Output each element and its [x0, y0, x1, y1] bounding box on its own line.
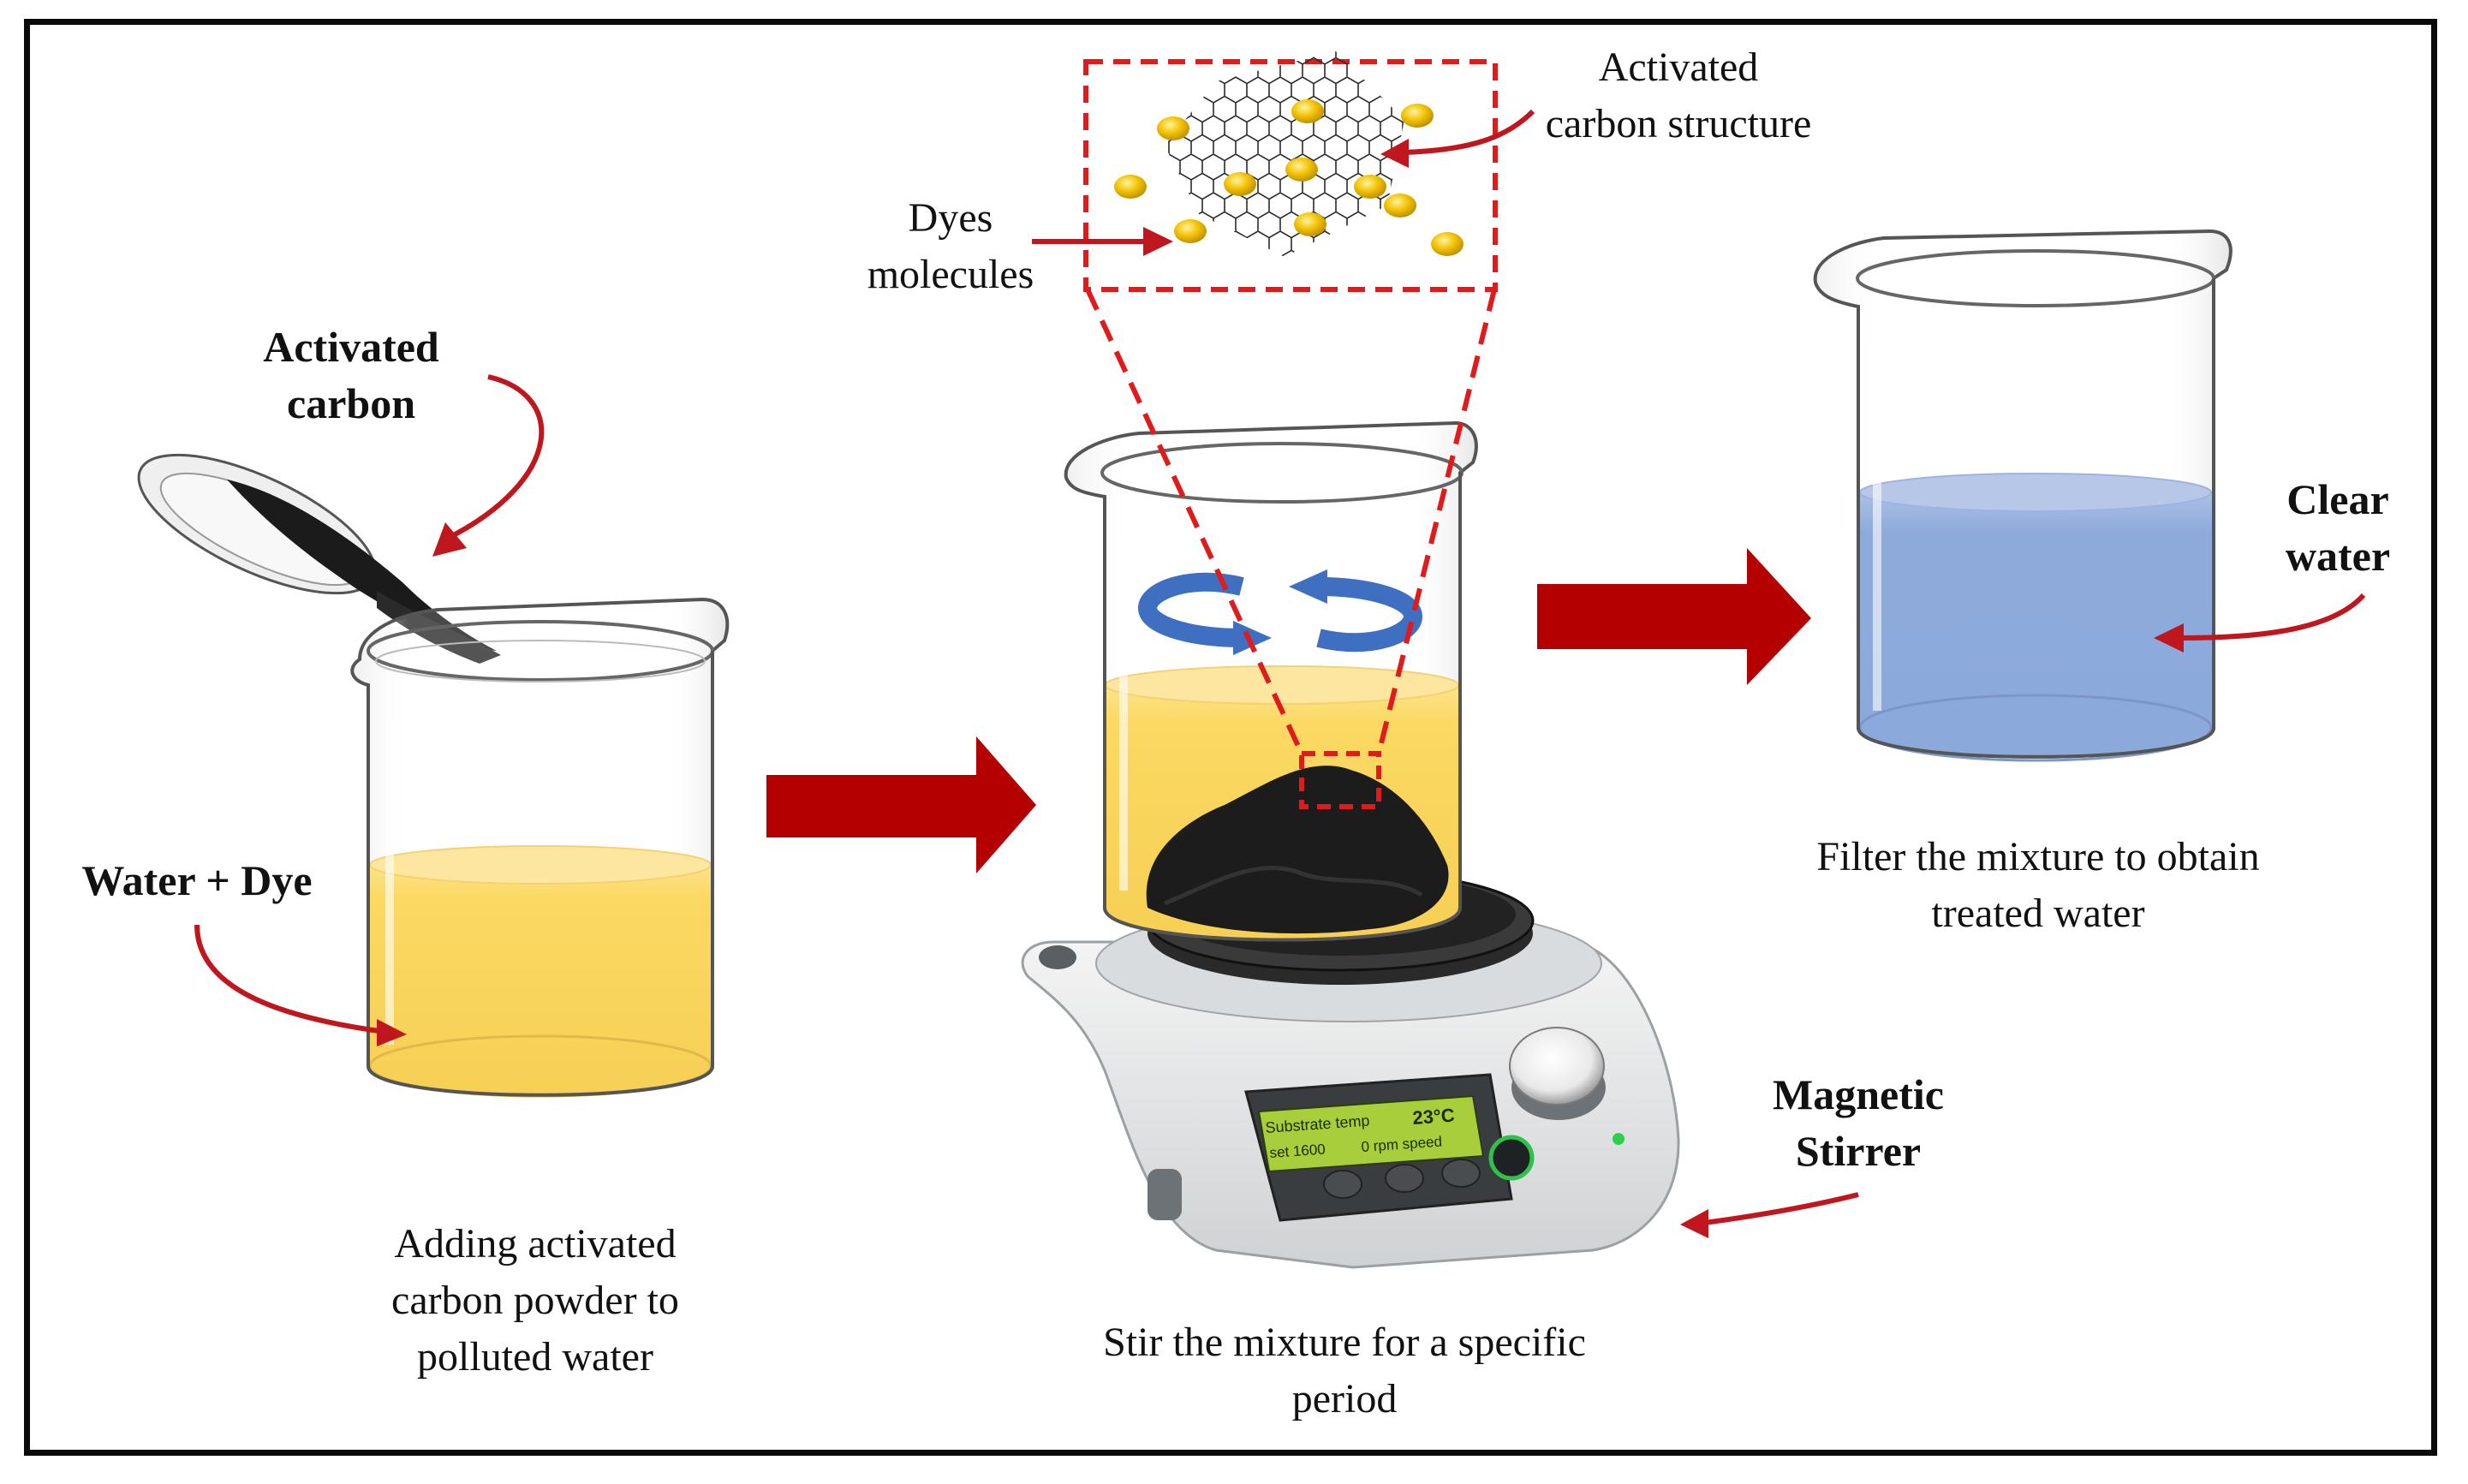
callout-arrowhead [377, 1019, 407, 1046]
zoom-line-left [1085, 288, 1304, 755]
callout-arrow-clear-water [2179, 593, 2366, 641]
dye-molecules-group [1114, 99, 1464, 256]
status-led [1613, 1133, 1624, 1145]
label-line: Activated [263, 323, 439, 371]
stirrer-down-button[interactable] [1441, 1159, 1481, 1188]
caption-line: treated water [1931, 891, 2145, 936]
caption-line: polluted water [417, 1334, 653, 1380]
label-dyes-molecules: Dyes molecules [848, 190, 1053, 303]
label-magnetic-stirrer: Magnetic Stirrer [1730, 1066, 1987, 1179]
spoon-icon [137, 453, 501, 664]
label-line: Clear [2286, 475, 2389, 523]
caption-line: Filter the mixture to obtain [1816, 834, 2260, 879]
callout-arrow-carbon-structure [1404, 109, 1535, 155]
callout-arrowhead [1380, 139, 1409, 168]
label-line: Stirrer [1795, 1127, 1922, 1175]
zoom-line-right [1376, 289, 1497, 754]
label-line: carbon [287, 379, 415, 427]
figure-border [24, 19, 2437, 1456]
flow-arrow-icon [1537, 548, 1811, 685]
label-activated-carbon: Activated carbon [231, 319, 471, 432]
flow-arrow-icon [766, 736, 1036, 873]
rotation-arrow-icon [1137, 569, 1423, 655]
caption-line: carbon powder to [391, 1278, 679, 1323]
caption-line: Stir the mixture for a specific [1103, 1320, 1586, 1365]
callout-arrow-activated-carbon [444, 374, 545, 542]
caption-step2: Stir the mixture for a specific period [1053, 1314, 1636, 1427]
label-water-dye: Water + Dye [60, 852, 334, 909]
callout-arrowhead [1143, 227, 1173, 256]
caption-step1: Adding activated carbon powder to pollut… [343, 1216, 728, 1386]
label-line: carbon structure [1545, 101, 1812, 146]
stirrer-menu-button[interactable] [1323, 1170, 1362, 1199]
label-carbon-structure: Activated carbon structure [1507, 39, 1850, 152]
label-line: Dyes [908, 195, 993, 241]
label-line: Magnetic [1773, 1070, 1944, 1118]
callout-arrowhead [1680, 1209, 1708, 1238]
zoom-source-box [1299, 751, 1381, 809]
display-line2-label: set 1600 [1269, 1141, 1326, 1161]
caption-line: Adding activated [394, 1221, 677, 1266]
beaker-clear-icon [1813, 229, 2233, 762]
callout-arrowhead [2154, 623, 2184, 653]
stirrer-up-button[interactable] [1385, 1164, 1424, 1193]
callout-arrow-water-dye [194, 924, 386, 1034]
label-line: Water + Dye [81, 856, 313, 904]
label-line: Activated [1598, 45, 1759, 90]
callout-arrow-magnetic-stirrer [1703, 1192, 1859, 1225]
display-line1-value: 23°C [1412, 1105, 1456, 1129]
label-clear-water: Clear water [2244, 471, 2432, 584]
caption-line: period [1291, 1376, 1398, 1421]
beaker-dye-icon [350, 597, 730, 1098]
stirrer-power-button[interactable] [1488, 1135, 1535, 1181]
callout-arrowhead [432, 522, 467, 557]
label-line: molecules [867, 252, 1034, 297]
caption-step3: Filter the mixture to obtain treated wat… [1773, 829, 2304, 942]
label-line: water [2285, 532, 2391, 580]
stirrer-knob[interactable] [1509, 1027, 1606, 1120]
